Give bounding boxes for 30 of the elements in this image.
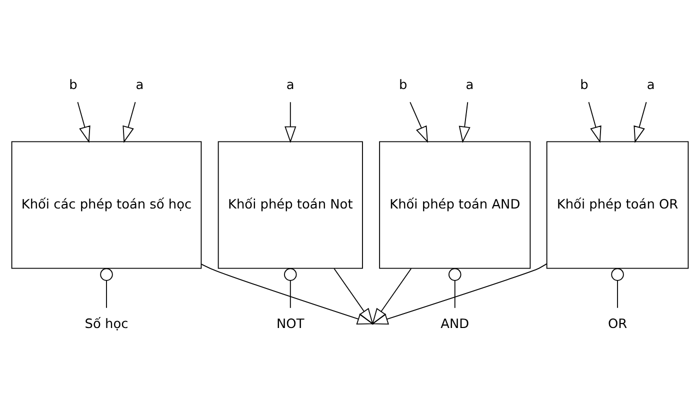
node-text: a [286,77,294,92]
arrow [588,101,602,142]
node-box: Khối các phép toán số học [11,140,202,268]
node-text: b [69,77,78,92]
node-text: b [580,77,588,92]
node-text: OR [608,316,628,332]
connector [448,268,462,308]
node-text: a [136,77,144,92]
arrow [284,101,296,143]
node-text: Số học [84,316,128,332]
node-box: Khối phép toán OR [546,140,689,268]
arrow [634,101,647,142]
arrow [200,263,374,324]
arrow [371,262,548,324]
connector [284,268,297,308]
node-text: a [466,77,474,92]
node-text: a [646,77,655,92]
arrow [122,101,136,142]
node-text: b [399,77,408,92]
arrow [334,268,374,324]
arrow [458,101,470,143]
arrow [371,268,412,324]
arrow [410,101,428,142]
node-text: AND [440,316,470,332]
node-box: Khối phép toán AND [379,140,531,268]
connector [611,268,624,308]
arrow [77,101,90,142]
node-text: NOT [276,316,304,332]
connector [100,268,113,308]
node-box: Khối phép toán Not [218,140,363,268]
